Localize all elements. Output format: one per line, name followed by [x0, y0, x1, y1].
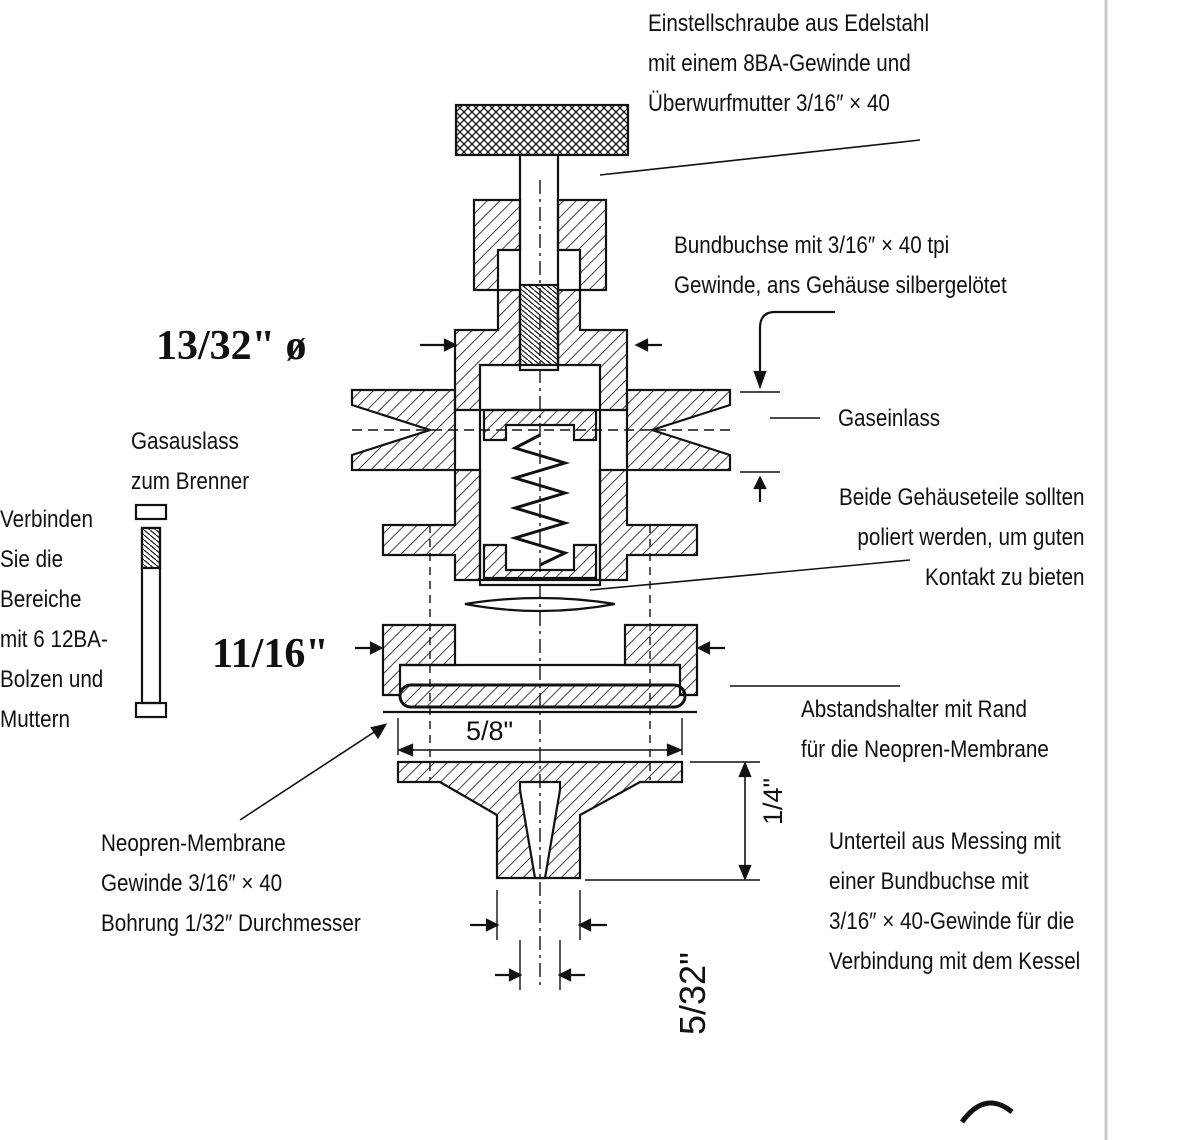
- punch-hole-mark: [959, 1100, 1014, 1124]
- leader-polish: [589, 559, 911, 591]
- label-connect-areas: Verbinden Sie die Bereiche mit 6 12BA- B…: [0, 506, 108, 733]
- label-base-part: Unterteil aus Messing mit einer Bundbuch…: [829, 828, 1081, 975]
- lower-body-right: [598, 468, 699, 582]
- knurled-knob: [454, 103, 630, 157]
- inlet-port: [625, 388, 732, 472]
- label-adjust-screw: Einstellschraube aus Edelstahl mit einem…: [648, 10, 930, 117]
- dim-body-diameter: 13/32" ø: [156, 323, 307, 369]
- label-membrane: Neopren-Membrane Gewinde 3/16″ × 40 Bohr…: [101, 830, 361, 937]
- bolt-head: [134, 701, 168, 719]
- outlet-port: [350, 388, 457, 472]
- dim-spacer-diameter: 11/16": [212, 631, 329, 677]
- label-collar-bush: Bundbuchse mit 3/16″ × 40 tpi Gewinde, a…: [674, 232, 1007, 299]
- bolt-nut-top: [134, 503, 168, 521]
- upper-body-right: [556, 288, 629, 412]
- leader-adjust-screw: [599, 139, 921, 176]
- leader-membrane: [239, 724, 386, 821]
- label-spacer: Abstandshalter mit Rand für die Neopren-…: [801, 696, 1049, 763]
- upper-body-left: [453, 288, 522, 412]
- screw-thread: [518, 283, 560, 367]
- diaphragm-disc: [464, 596, 616, 613]
- dim-outlet-bore: 5/32": [672, 952, 713, 1035]
- gland-nut-left: [472, 198, 522, 292]
- lower-body-left: [381, 468, 482, 582]
- label-gas-inlet: Gaseinlass: [838, 405, 941, 432]
- gland-nut-right: [556, 198, 608, 292]
- label-polish-note: Beide Gehäuseteile sollten poliert werde…: [839, 484, 1085, 591]
- dim-base-height: 1/4": [758, 777, 788, 825]
- dim-membrane-width: 5/8": [466, 716, 514, 746]
- neoprene-membrane: [398, 683, 687, 709]
- label-gas-outlet: Gasauslass zum Brenner: [131, 428, 250, 495]
